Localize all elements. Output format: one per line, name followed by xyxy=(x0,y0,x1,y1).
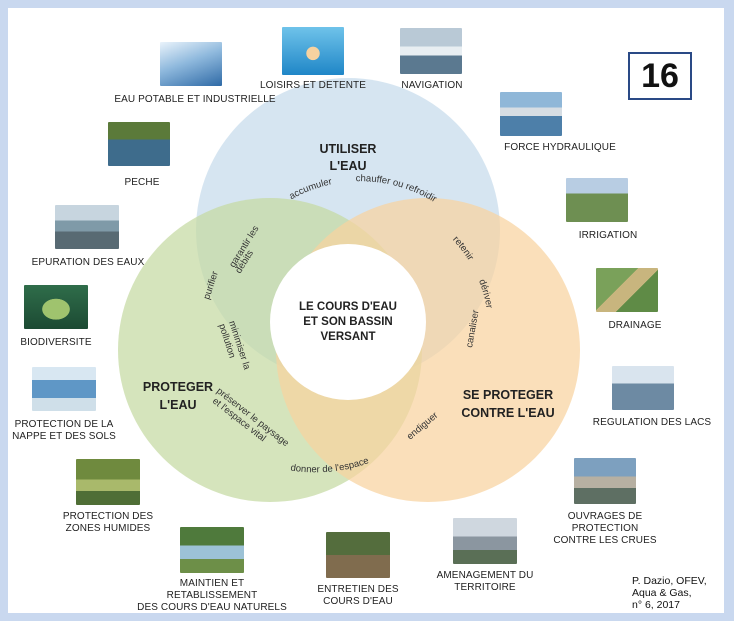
label-amenagement-1: AMENAGEMENT DU xyxy=(436,570,534,581)
force-hydraulique-photo xyxy=(500,92,562,136)
label-crues-1: OUVRAGES DE xyxy=(567,511,643,522)
label-zones-humides-1: PROTECTION DES xyxy=(62,511,154,522)
loisirs-photo xyxy=(282,27,344,75)
ouvrages-crues-photo xyxy=(574,458,636,504)
biodiversite-photo xyxy=(24,285,88,329)
defend-title-1: SE PROTEGER xyxy=(463,388,553,402)
center-line-1: LE COURS D'EAU xyxy=(299,301,397,313)
use-title-1: UTILISER xyxy=(320,142,377,156)
label-biodiversite: BIODIVERSITE xyxy=(20,337,92,348)
label-loisirs: LOISIRS ET DETENTE xyxy=(259,80,367,91)
label-crues-3: CONTRE LES CRUES xyxy=(553,535,657,546)
label-maintien-2: RETABLISSEMENT xyxy=(166,590,258,601)
credit-line-1: P. Dazio, OFEV, xyxy=(632,575,707,587)
source-credit: P. Dazio, OFEV, Aqua & Gas, n° 6, 2017 xyxy=(632,575,707,611)
zones-humides-photo xyxy=(76,459,140,505)
eau-potable-photo xyxy=(160,42,222,86)
label-epuration: EPURATION DES EAUX xyxy=(31,257,145,268)
navigation-photo xyxy=(400,28,462,74)
label-entretien-2: COURS D'EAU xyxy=(323,596,393,607)
entretien-photo xyxy=(326,532,390,578)
label-force-hydraulique: FORCE HYDRAULIQUE xyxy=(504,142,616,153)
label-maintien-1: MAINTIEN ET xyxy=(179,578,245,589)
use-title-2: L'EAU xyxy=(330,159,367,173)
credit-line-2: Aqua & Gas, xyxy=(632,587,692,599)
protect-title-1: PROTEGER xyxy=(143,380,213,394)
center-circle xyxy=(270,244,426,400)
center-line-3: VERSANT xyxy=(321,331,376,343)
defend-title-2: CONTRE L'EAU xyxy=(461,406,554,420)
label-amenagement-2: TERRITOIRE xyxy=(454,582,516,593)
label-eau-potable: EAU POTABLE ET INDUSTRIELLE xyxy=(114,94,276,105)
label-regulation-lacs: REGULATION DES LACS xyxy=(592,417,712,428)
credit-line-3: n° 6, 2017 xyxy=(632,599,680,611)
label-irrigation: IRRIGATION xyxy=(578,230,638,241)
label-entretien-1: ENTRETIEN DES xyxy=(317,584,399,595)
irrigation-photo xyxy=(566,178,628,222)
drainage-photo xyxy=(596,268,658,312)
nappe-photo xyxy=(32,367,96,411)
protect-title-2: L'EAU xyxy=(160,398,197,412)
label-crues-2: PROTECTION xyxy=(571,523,639,534)
maintien-photo xyxy=(180,527,244,573)
figure-number-badge: 16 xyxy=(628,52,692,100)
label-nappe-1: PROTECTION DE LA xyxy=(14,419,114,430)
peche-photo xyxy=(108,122,170,166)
label-nappe-2: NAPPE ET DES SOLS xyxy=(12,431,116,442)
label-peche: PECHE xyxy=(124,177,160,188)
label-drainage: DRAINAGE xyxy=(608,320,662,331)
epuration-photo xyxy=(55,205,119,249)
amenagement-photo xyxy=(453,518,517,564)
regulation-lacs-photo xyxy=(612,366,674,410)
label-zones-humides-2: ZONES HUMIDES xyxy=(65,523,151,534)
label-maintien-3: DES COURS D'EAU NATURELS xyxy=(137,602,287,613)
label-navigation: NAVIGATION xyxy=(401,80,463,91)
center-line-2: ET SON BASSIN xyxy=(303,316,392,328)
